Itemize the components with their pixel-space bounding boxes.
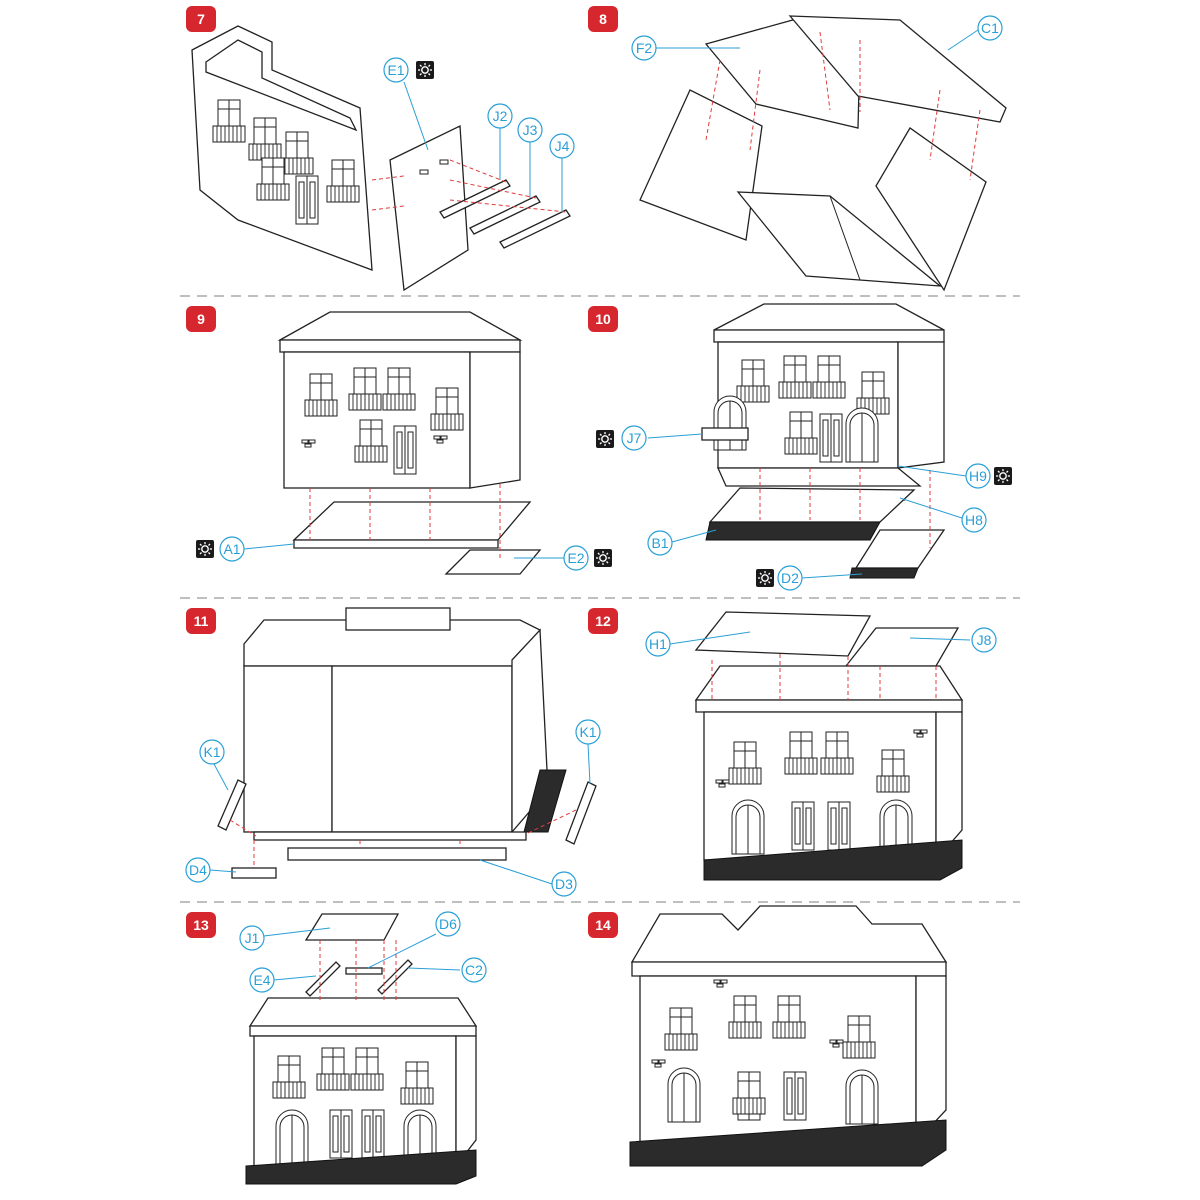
step-badge-13: 13 <box>186 912 216 938</box>
sun-glue-icon <box>593 548 613 568</box>
label-D6: D6 <box>439 916 457 932</box>
svg-text:13: 13 <box>193 917 209 933</box>
label-D2: D2 <box>781 570 799 586</box>
step-14-diagram <box>629 905 948 1167</box>
label-K1-left: K1 <box>203 744 220 760</box>
label-C2: C2 <box>465 962 483 978</box>
label-D3: D3 <box>555 876 573 892</box>
svg-text:9: 9 <box>197 311 205 327</box>
svg-text:14: 14 <box>595 917 611 933</box>
step-10-diagram: J7 H9 H8 B1 D2 <box>595 303 1013 591</box>
step-badge-8: 8 <box>588 6 618 32</box>
label-D4: D4 <box>189 862 207 878</box>
svg-text:10: 10 <box>595 311 611 327</box>
label-J8: J8 <box>977 632 992 648</box>
label-J3: J3 <box>523 122 538 138</box>
step-13-diagram: J1 D6 E4 C2 <box>239 911 487 1185</box>
svg-text:8: 8 <box>599 11 607 27</box>
step-7-diagram: E1 J2 J3 J4 <box>191 25 575 292</box>
sun-glue-icon <box>195 539 215 559</box>
label-E2: E2 <box>567 550 584 566</box>
step-badge-12: 12 <box>588 608 618 634</box>
sun-glue-icon <box>595 429 615 449</box>
step-badge-11: 11 <box>186 608 216 634</box>
label-H8: H8 <box>965 512 983 528</box>
step-badge-10: 10 <box>588 306 618 332</box>
label-H9: H9 <box>969 468 987 484</box>
svg-text:7: 7 <box>197 11 205 27</box>
svg-text:12: 12 <box>595 613 611 629</box>
label-A1: A1 <box>223 541 240 557</box>
sun-glue-icon <box>415 60 435 80</box>
label-E4: E4 <box>253 972 270 988</box>
sun-glue-icon <box>755 568 775 588</box>
label-J7: J7 <box>627 430 642 446</box>
step-12-diagram: H1 J8 <box>645 611 997 881</box>
label-J1: J1 <box>245 930 260 946</box>
label-J4: J4 <box>555 138 570 154</box>
step-badge-14: 14 <box>588 912 618 938</box>
step-badge-7: 7 <box>186 6 216 32</box>
sun-glue-icon <box>993 466 1013 486</box>
label-H1: H1 <box>649 636 667 652</box>
svg-text:11: 11 <box>194 613 209 629</box>
step-11-diagram: K1 K1 D4 D3 <box>185 607 601 897</box>
label-F2: F2 <box>636 40 653 56</box>
step-9-diagram: A1 E2 <box>195 311 613 575</box>
label-E1: E1 <box>387 62 404 78</box>
label-J2: J2 <box>493 108 508 124</box>
step-badge-9: 9 <box>186 306 216 332</box>
label-K1-right: K1 <box>579 724 596 740</box>
label-B1: B1 <box>651 535 668 551</box>
label-C1: C1 <box>981 20 999 36</box>
step-8-diagram: F2 C1 <box>631 15 1007 292</box>
